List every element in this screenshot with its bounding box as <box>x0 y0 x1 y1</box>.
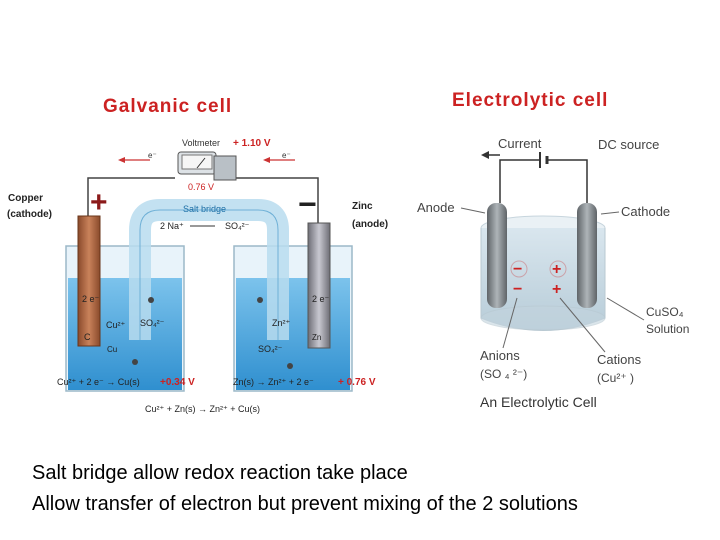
bridge-na: 2 Na⁺ <box>160 221 184 231</box>
salt-bridge-label: Salt bridge <box>183 204 226 214</box>
wire <box>547 159 588 203</box>
display-reading: 0.76 V <box>188 182 214 192</box>
solution-label: Solution <box>646 322 689 336</box>
cathode-potential: +0.34 V <box>160 377 195 388</box>
ion-label: SO₄²⁻ <box>258 344 283 354</box>
ion-label: Zn²⁺ <box>272 318 291 328</box>
ion-label: Cu²⁺ <box>106 320 126 330</box>
galvanic-cell-diagram: e⁻ e⁻ Voltmeter + 1.10 V 0.76 V + − Copp… <box>7 138 388 414</box>
dc-source-label: DC source <box>598 137 659 152</box>
right-solution <box>236 278 350 390</box>
ion-label: Cu <box>107 345 117 354</box>
wire <box>235 177 319 225</box>
ion-label: SO₄²⁻ <box>140 318 165 328</box>
plus-sign: + <box>90 186 108 219</box>
anode-label: (anode) <box>352 219 388 230</box>
anions-formula: (SO ₄ ²⁻) <box>480 367 527 381</box>
cuso4-label: CuSO₄ <box>646 305 684 319</box>
caption-line-2: Allow transfer of electron but prevent m… <box>32 493 578 515</box>
cations-label: Cations <box>597 352 642 367</box>
ion-label: 2 e⁻ <box>312 294 330 304</box>
ion-label: Zn <box>312 333 321 342</box>
cathode-label: Cathode <box>621 204 670 219</box>
anode-equation: Zn(s) → Zn²⁺ + 2 e⁻ <box>233 377 314 387</box>
wire <box>87 177 175 218</box>
galvanic-title: Galvanic cell <box>103 96 233 117</box>
electron-label: e⁻ <box>148 151 157 160</box>
svg-text:+: + <box>552 261 561 278</box>
electrolytic-title: Electrolytic cell <box>452 90 609 111</box>
bridge-so4: SO₄²⁻ <box>225 221 250 231</box>
cathode-rod <box>577 203 597 308</box>
caption-line-1: Salt bridge allow redox reaction take pl… <box>32 462 408 484</box>
cations-formula: (Cu²⁺ ) <box>597 371 634 385</box>
anions-label: Anions <box>480 348 520 363</box>
svg-text:−: − <box>513 261 522 278</box>
electrolytic-caption: An Electrolytic Cell <box>480 394 597 410</box>
cathode-label: (cathode) <box>7 209 52 220</box>
voltmeter-label: Voltmeter <box>182 138 220 148</box>
copper-label: Copper <box>8 193 43 204</box>
wire <box>499 159 540 203</box>
electrolytic-cell-diagram: Current DC source Anode Cathode − − + + Cu… <box>417 136 689 410</box>
overall-equation: Cu²⁺ + Zn(s) → Zn²⁺ + Cu(s) <box>145 404 260 414</box>
anode-rod <box>487 203 507 308</box>
ion-label: C <box>84 332 91 342</box>
current-label: Current <box>498 136 542 151</box>
minus-sign: − <box>298 186 317 222</box>
copper-electrode <box>77 215 101 347</box>
anode-potential: + 0.76 V <box>338 377 376 388</box>
cathode-equation: Cu²⁺ + 2 e⁻ → Cu(s) <box>57 377 140 387</box>
anode-label: Anode <box>417 200 455 215</box>
svg-text:−: − <box>513 281 522 298</box>
ion-label: 2 e⁻ <box>82 294 100 304</box>
svg-text:+: + <box>552 281 561 298</box>
electron-label: e⁻ <box>282 151 291 160</box>
zinc-electrode <box>307 222 331 349</box>
voltmeter-value: + 1.10 V <box>233 138 271 149</box>
display <box>213 155 237 181</box>
zinc-label: Zinc <box>352 201 373 212</box>
